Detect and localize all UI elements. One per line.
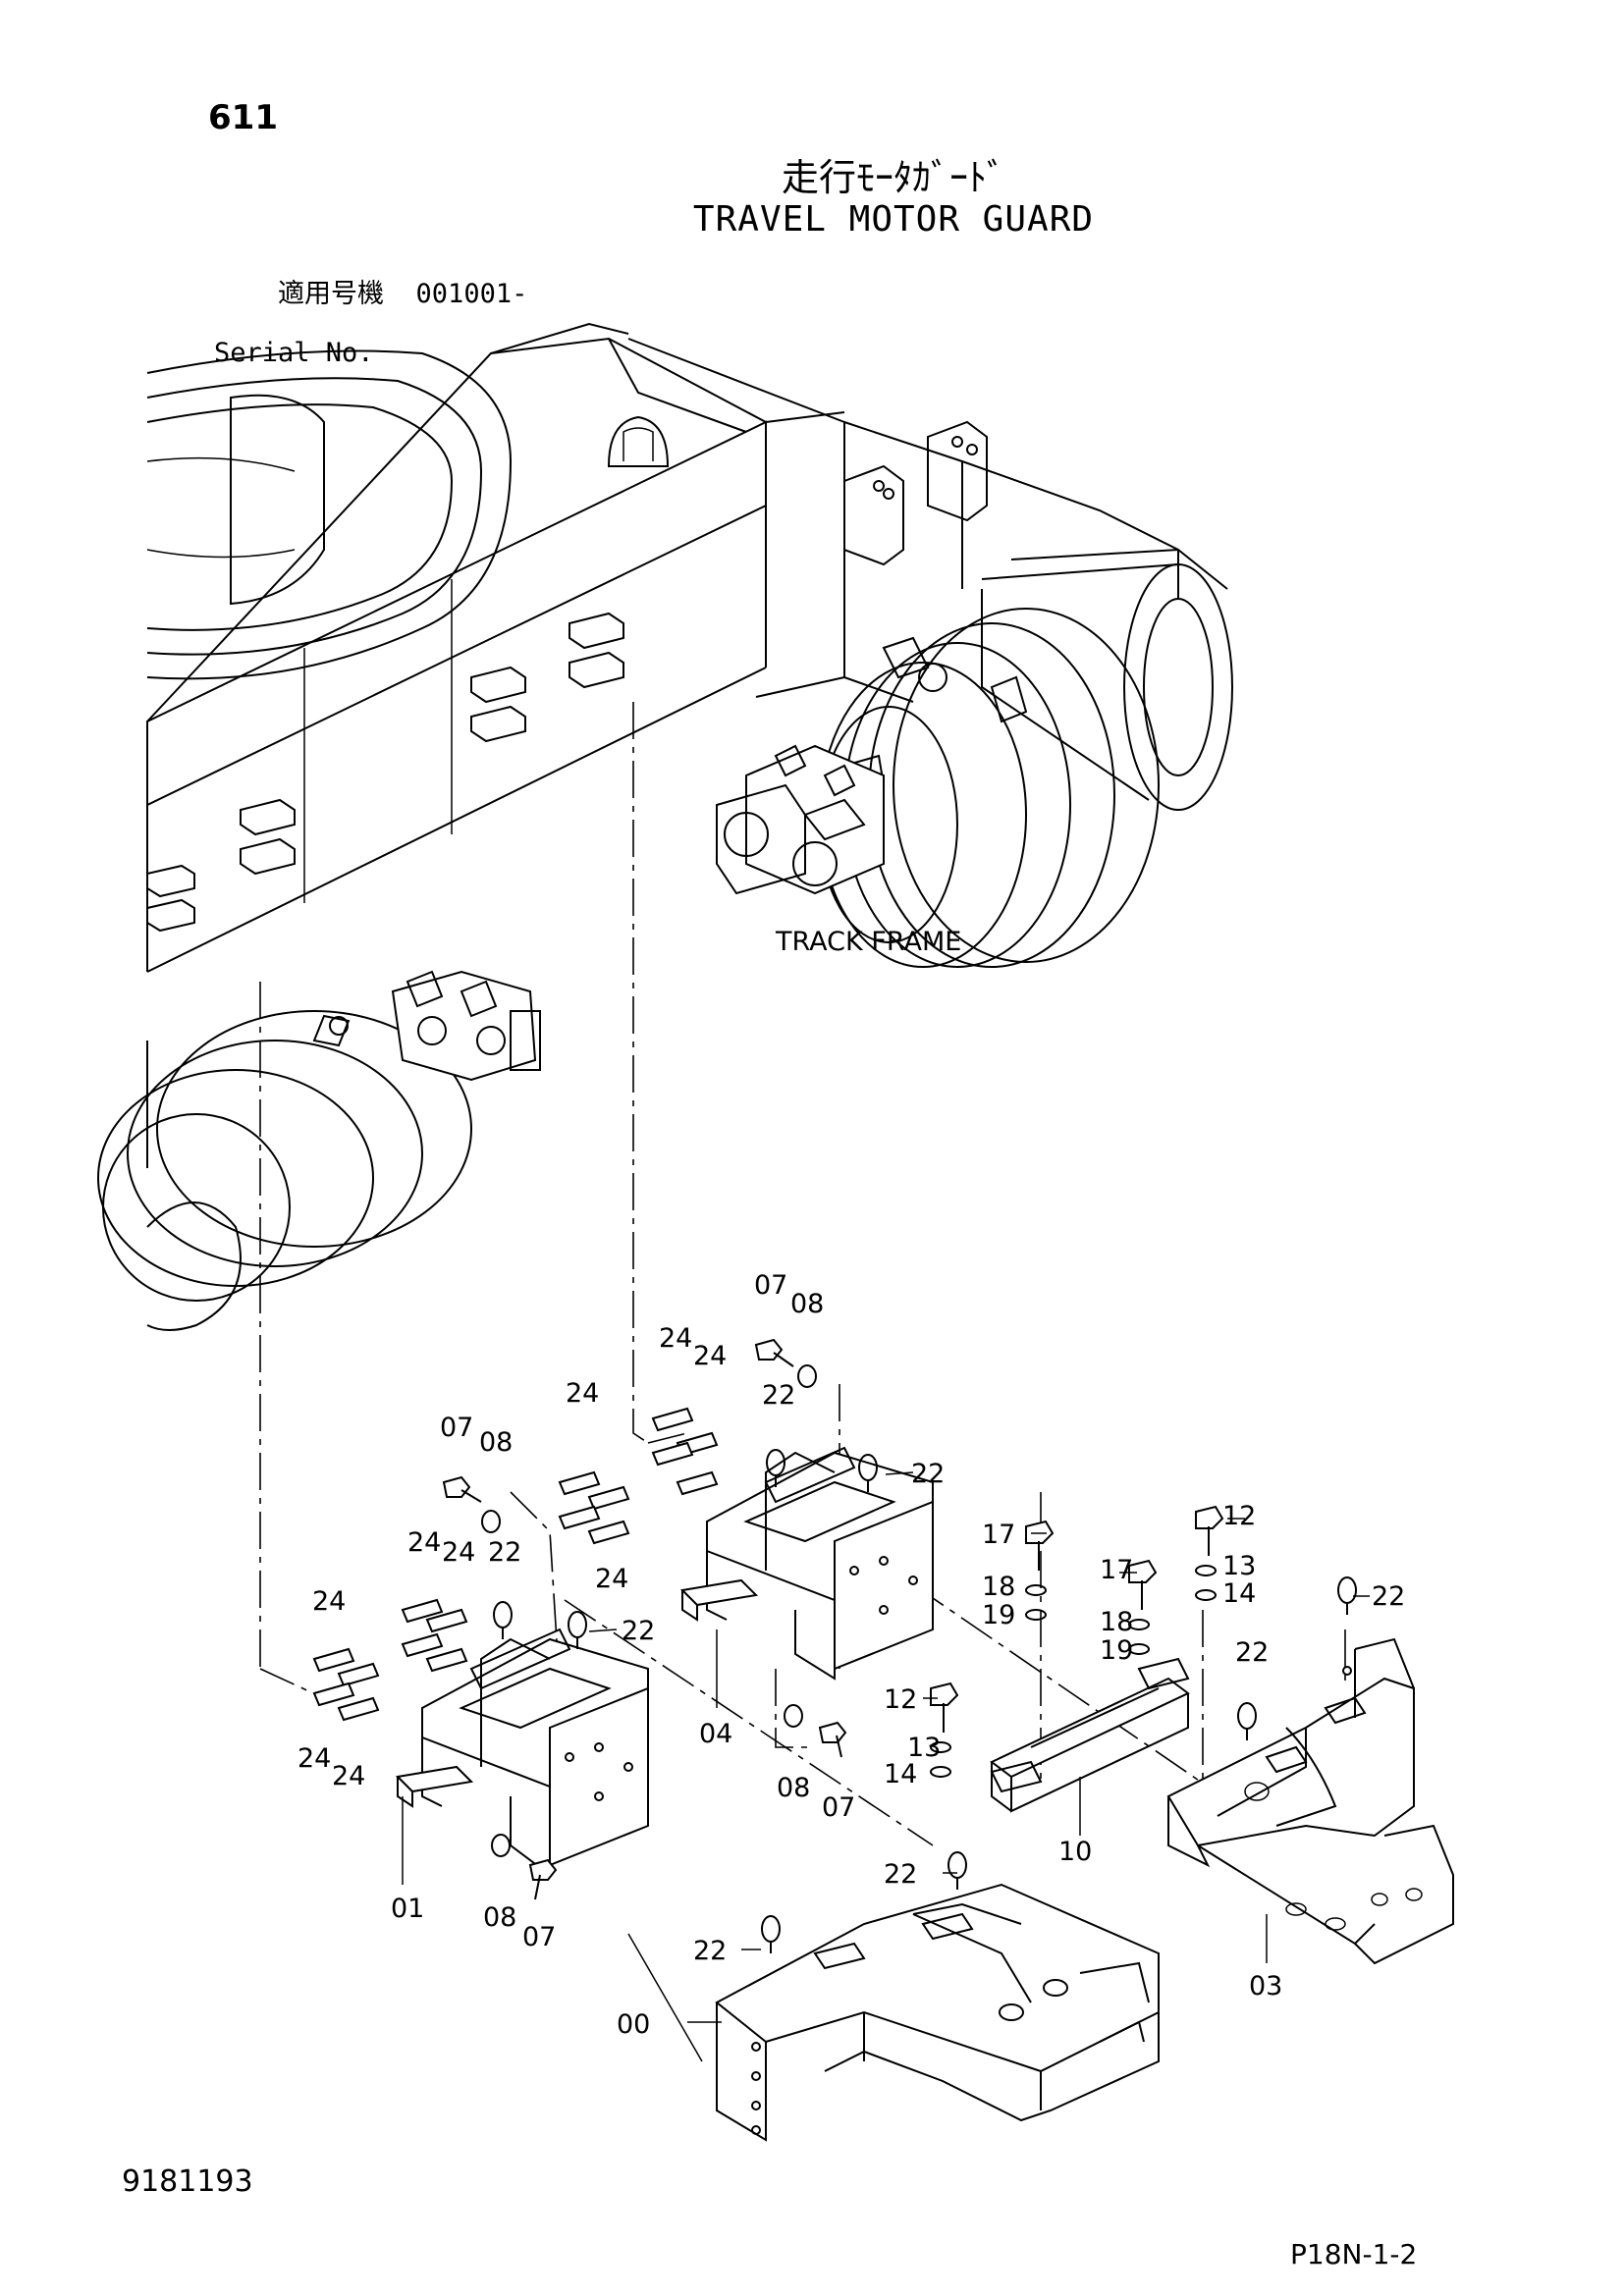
right-track-frame: [843, 420, 1233, 811]
leader-lines: [402, 1471, 1370, 2062]
callout-24-e: 24: [407, 1527, 441, 1558]
callout-24-h: 24: [298, 1743, 331, 1774]
document-id: 9181193: [122, 2164, 253, 2199]
part-04-guard: [679, 1446, 934, 1681]
callout-22-e: 22: [1372, 1581, 1405, 1612]
callout-24-d: 24: [595, 1564, 628, 1594]
title-english: TRAVEL MOTOR GUARD: [692, 199, 1095, 240]
callout-22-d: 22: [622, 1616, 655, 1646]
callout-19-b: 19: [1100, 1635, 1133, 1666]
callout-12-a: 12: [1222, 1501, 1256, 1531]
callout-07-d: 07: [522, 1922, 556, 1952]
serial-value: 001001-: [415, 279, 528, 309]
callout-22-h: 22: [693, 1936, 727, 1966]
callout-24-f: 24: [442, 1537, 475, 1568]
callout-14-a: 14: [1222, 1578, 1256, 1609]
swing-ring: [146, 349, 513, 680]
serial-row-japanese: 適用号機 001001-: [214, 250, 527, 339]
callout-18-a: 18: [982, 1572, 1015, 1602]
left-travel-motor: [97, 970, 541, 1331]
callout-10: 10: [1058, 1837, 1092, 1867]
hardware-bolts: [312, 1338, 1357, 1953]
callout-08-a: 08: [479, 1427, 513, 1458]
title-japanese: 走行ﾓｰﾀｶﾞｰﾄﾞ: [781, 156, 1005, 199]
callout-22-f: 22: [1235, 1637, 1269, 1668]
callout-13-a: 13: [1222, 1551, 1256, 1581]
serial-label-japanese: 適用号機: [278, 279, 385, 309]
callout-07-b: 07: [754, 1270, 787, 1301]
track-frame-label: TRACK FRAME: [775, 927, 961, 957]
callout-04: 04: [699, 1719, 732, 1749]
callout-17-a: 17: [982, 1520, 1015, 1550]
callout-08-d: 08: [483, 1902, 516, 1933]
part-callouts: 00 01 03 04 07 07 07 07 08 08 08 08 10 1…: [298, 1270, 1405, 2040]
callout-22-b: 22: [911, 1459, 945, 1489]
part-03-guard: [1166, 1637, 1454, 1965]
callout-07-a: 07: [440, 1413, 473, 1443]
callout-17-b: 17: [1100, 1555, 1133, 1585]
center-frame: [146, 322, 845, 973]
part-00-guard: [715, 1883, 1160, 2142]
callout-01: 01: [391, 1894, 424, 1924]
callout-24-a: 24: [659, 1323, 692, 1354]
callout-24-b: 24: [693, 1341, 727, 1371]
callout-22-a: 22: [762, 1380, 795, 1411]
page-number: 611: [208, 98, 278, 137]
part-10-bracket: [990, 1657, 1190, 1813]
callout-19-a: 19: [982, 1600, 1015, 1630]
callout-08-b: 08: [790, 1289, 824, 1319]
callout-12-b: 12: [884, 1684, 917, 1715]
callout-00: 00: [617, 2009, 650, 2040]
part-01-guard: [395, 1628, 649, 1877]
callout-07-c: 07: [822, 1792, 855, 1823]
right-travel-motor: [716, 608, 1160, 968]
callout-13-b: 13: [907, 1733, 941, 1763]
callout-24-c: 24: [566, 1378, 599, 1409]
callout-08-c: 08: [777, 1773, 810, 1803]
callout-24-i: 24: [332, 1761, 365, 1791]
callout-03: 03: [1249, 1971, 1282, 2002]
callout-24-g: 24: [312, 1586, 346, 1617]
callout-22-c: 22: [488, 1537, 521, 1568]
callout-22-g: 22: [884, 1859, 917, 1890]
callout-18-b: 18: [1100, 1607, 1133, 1637]
frame-shim-pads: [146, 612, 624, 933]
sheet-code: P18N-1-2: [1290, 2238, 1418, 2270]
callout-14-b: 14: [884, 1759, 917, 1789]
